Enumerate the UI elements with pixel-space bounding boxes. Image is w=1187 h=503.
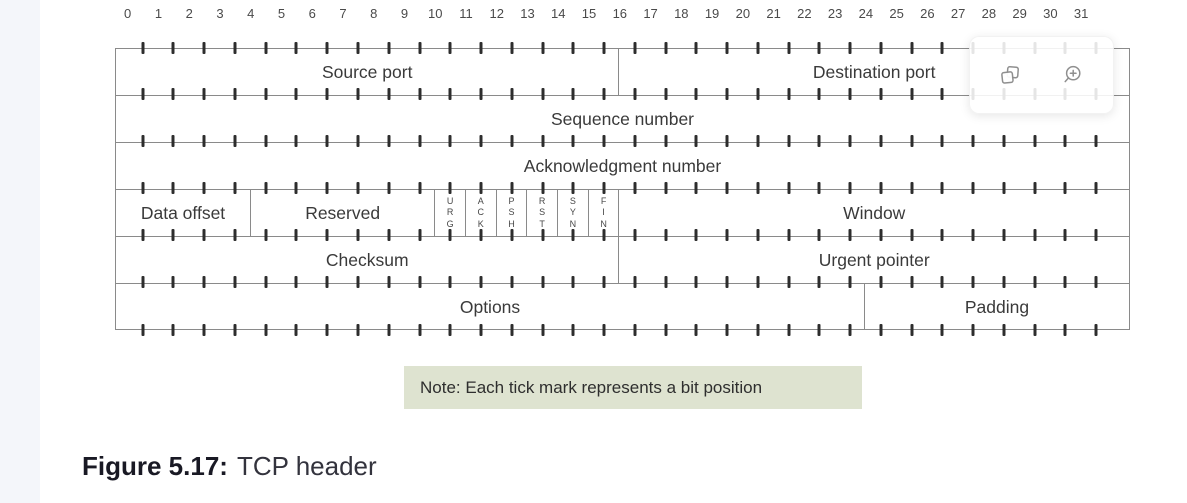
bit-label: 19	[704, 6, 720, 21]
bit-label: 9	[400, 6, 409, 21]
zoom-in-icon	[1064, 65, 1081, 83]
bit-label: 10	[428, 6, 443, 21]
field-padding: Padding	[865, 284, 1129, 330]
bit-label: 1	[154, 6, 163, 21]
bit-label: 15	[581, 6, 597, 21]
bit-label: 21	[766, 6, 781, 21]
field-label: R S T	[538, 195, 546, 229]
bit-label: 18	[674, 6, 689, 21]
field-label: P S H	[508, 195, 515, 229]
bit-label: 5	[277, 6, 286, 21]
field-window: Window	[619, 190, 1129, 236]
header-row: Acknowledgment number	[116, 142, 1129, 189]
bit-label: 25	[889, 6, 904, 21]
field-label: Data offset	[140, 202, 226, 223]
figure-caption: Figure 5.17: TCP header	[82, 451, 377, 482]
header-row: Source port Destination port	[116, 49, 1129, 95]
field-label: U R G	[446, 195, 454, 229]
header-row: Options Padding	[116, 283, 1129, 330]
bit-label: 26	[920, 6, 935, 21]
header-row: Sequence number	[116, 95, 1129, 142]
bit-label: 8	[370, 6, 378, 21]
header-row: Data offset Reserved U R G A C K P S H R S T S…	[116, 189, 1129, 236]
field-label: Reserved	[305, 202, 381, 223]
bit-label: 22	[797, 6, 812, 21]
field-rst: R S T	[527, 190, 559, 236]
copy-button[interactable]	[996, 61, 1024, 89]
field-label: Urgent pointer	[818, 249, 930, 270]
field-psh: P S H	[497, 190, 528, 236]
floating-toolbar	[969, 36, 1114, 114]
field-label: Acknowledgment number	[523, 155, 722, 176]
figure-label: Figure 5.17:	[82, 451, 228, 481]
field-options: Options	[116, 284, 865, 330]
note-box: Note: Each tick mark represents a bit po…	[404, 366, 862, 409]
bit-label: 3	[216, 6, 224, 21]
bit-label: 30	[1043, 6, 1058, 21]
bit-label: 6	[308, 6, 316, 21]
bit-label: 2	[185, 6, 193, 21]
field-label: Padding	[964, 296, 1030, 317]
bit-label: 0	[124, 6, 132, 21]
bit-label: 20	[735, 6, 751, 21]
field-urgent-pointer: Urgent pointer	[619, 237, 1129, 283]
bit-label: 12	[489, 6, 504, 21]
bit-label: 24	[858, 6, 874, 21]
field-fin: F I N	[589, 190, 620, 236]
copy-icon	[1001, 66, 1019, 84]
field-data-offset: Data offset	[116, 190, 252, 236]
note-text: Note: Each tick mark represents a bit po…	[420, 377, 763, 397]
bit-label: 4	[247, 6, 255, 21]
field-syn: S Y N	[558, 190, 589, 236]
field-sequence-number: Sequence number	[116, 96, 1129, 142]
bit-label: 29	[1012, 6, 1027, 21]
bit-label: 7	[339, 6, 347, 21]
header-row: Checksum Urgent pointer	[116, 236, 1129, 283]
bit-label: 17	[643, 6, 658, 21]
field-label: F I N	[600, 195, 607, 229]
figure-title: TCP header	[236, 451, 377, 481]
field-reserved: Reserved	[251, 190, 436, 236]
field-label: Options	[459, 296, 521, 317]
field-urg: U R G	[435, 190, 466, 236]
bit-label: 27	[950, 6, 966, 21]
bit-label: 31	[1073, 6, 1089, 21]
field-label: Window	[843, 202, 906, 223]
field-source-port: Source port	[116, 49, 620, 95]
bit-label: 28	[981, 6, 997, 21]
field-label: Sequence number	[550, 108, 695, 129]
field-label: Source port	[321, 61, 413, 82]
field-label: Checksum	[325, 249, 409, 270]
page-margin-strip	[0, 0, 40, 503]
zoom-in-button[interactable]	[1059, 61, 1087, 89]
bit-label: 13	[520, 6, 535, 21]
bit-label: 16	[612, 6, 628, 21]
bit-label: 23	[827, 6, 843, 21]
field-checksum: Checksum	[116, 237, 620, 283]
field-label: S Y N	[569, 195, 577, 229]
bit-label: 14	[551, 6, 566, 21]
field-destination-port: Destination port	[619, 49, 1129, 95]
field-label: A C K	[477, 195, 485, 229]
field-acknowledgment-number: Acknowledgment number	[116, 143, 1129, 189]
bit-label: 11	[459, 6, 473, 21]
field-label: Destination port	[812, 61, 936, 82]
field-ack: A C K	[466, 190, 497, 236]
